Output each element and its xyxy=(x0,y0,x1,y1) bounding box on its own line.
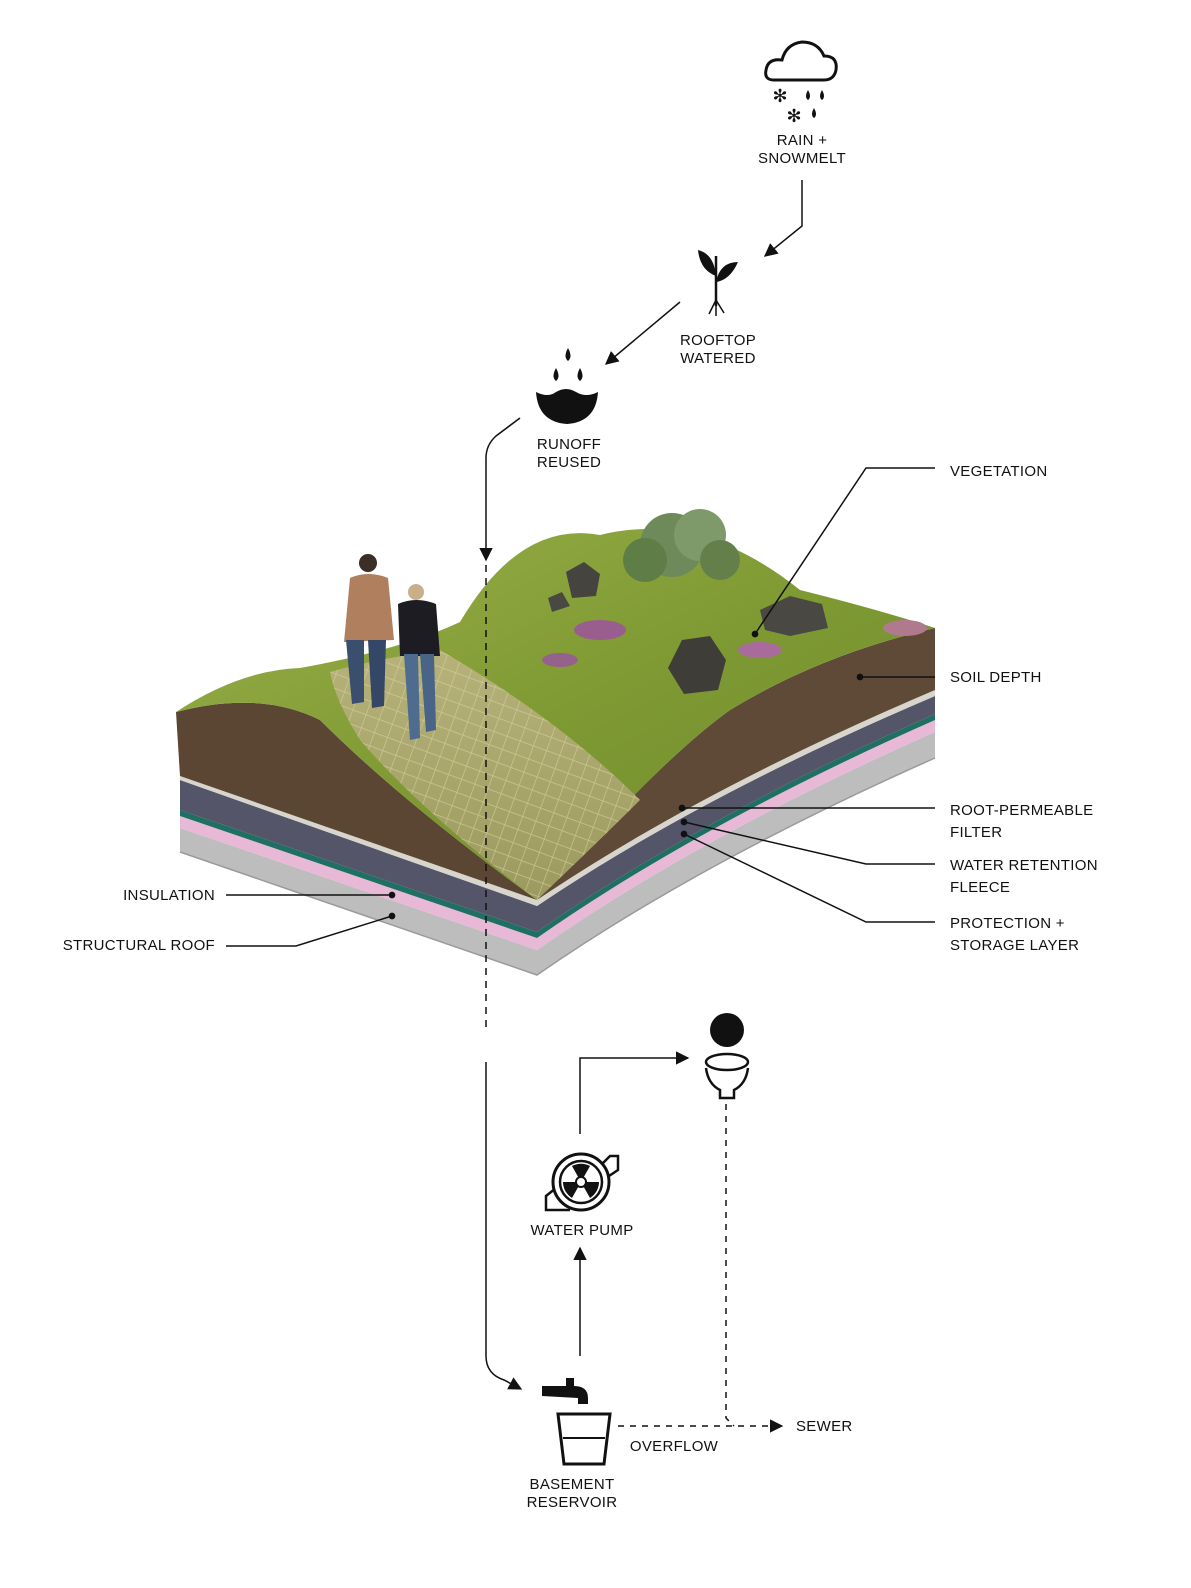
label-line: WATERED xyxy=(680,350,756,368)
toilet-icon xyxy=(706,1013,748,1098)
label-line: FLEECE xyxy=(950,877,1098,899)
arrow-drain-to-reservoir xyxy=(486,1062,521,1389)
arrow-runoff-to-roof xyxy=(486,418,520,560)
label-line: RESERVOIR xyxy=(527,1494,618,1512)
label-insulation: INSULATION xyxy=(40,887,215,905)
label-line: BASEMENT xyxy=(527,1476,618,1494)
label-line: STORAGE LAYER xyxy=(950,935,1079,957)
label-runoff-reused: RUNOFF REUSED xyxy=(537,436,601,472)
cloud-rain-snow-icon: ✻ ✻ xyxy=(766,42,837,127)
label-soil-depth: SOIL DEPTH xyxy=(950,669,1042,687)
faucet-bucket-icon xyxy=(542,1378,610,1464)
arrow-pump-to-toilet xyxy=(580,1058,688,1134)
arrow-rooftop-to-runoff xyxy=(606,302,680,364)
water-drops-bowl-icon xyxy=(536,348,598,424)
arrow-rain-to-rooftop xyxy=(765,180,802,256)
label-line: ROOT-PERMEABLE xyxy=(950,800,1093,822)
label-vegetation: VEGETATION xyxy=(950,463,1047,481)
label-line: ROOFTOP xyxy=(680,332,756,350)
roof-section-block xyxy=(176,509,935,975)
label-line: RAIN + xyxy=(758,132,846,150)
label-line: REUSED xyxy=(537,454,601,472)
label-line: FILTER xyxy=(950,822,1093,844)
dashed-toilet-to-sewer xyxy=(726,1104,734,1426)
label-structural-roof: STRUCTURAL ROOF xyxy=(30,937,215,955)
label-rooftop-watered: ROOFTOP WATERED xyxy=(680,332,756,368)
svg-text:✻: ✻ xyxy=(772,86,787,107)
svg-text:✻: ✻ xyxy=(786,106,801,127)
label-root-permeable-filter: ROOT-PERMEABLE FILTER xyxy=(950,800,1093,844)
leader-structural xyxy=(226,916,392,946)
label-sewer: SEWER xyxy=(796,1418,853,1436)
water-pump-icon xyxy=(546,1154,618,1210)
label-line: PROTECTION + xyxy=(950,913,1079,935)
label-line: SNOWMELT xyxy=(758,150,846,168)
label-line: RUNOFF xyxy=(537,436,601,454)
label-overflow: OVERFLOW xyxy=(630,1438,718,1456)
seedling-icon xyxy=(698,250,738,316)
label-protection-storage-layer: PROTECTION + STORAGE LAYER xyxy=(950,913,1079,957)
label-water-pump: WATER PUMP xyxy=(531,1222,634,1240)
label-rain-snowmelt: RAIN + SNOWMELT xyxy=(758,132,846,168)
label-water-retention-fleece: WATER RETENTION FLEECE xyxy=(950,855,1098,899)
label-line: WATER RETENTION xyxy=(950,855,1098,877)
label-basement-reservoir: BASEMENT RESERVOIR xyxy=(527,1476,618,1512)
